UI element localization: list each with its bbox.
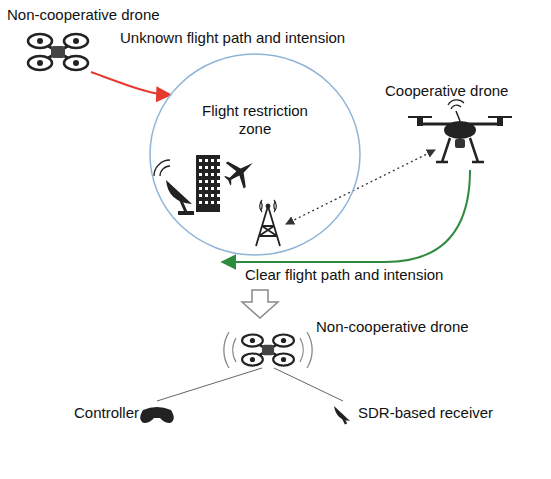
restriction-zone: Flight restriction zone [148, 52, 362, 257]
path-label: Clear flight path and intension [245, 266, 443, 284]
node-label: Flight restriction zone [198, 102, 312, 138]
transition-arrow [242, 290, 278, 318]
node-label: Cooperative drone [385, 82, 508, 100]
drone-icon [28, 34, 88, 70]
node-label: SDR-based receiver [358, 404, 493, 422]
receiver-icon [334, 406, 350, 424]
device-node: SDR-based receiver [332, 404, 495, 426]
building-icon [196, 155, 220, 212]
satellite-dish-icon [154, 160, 194, 215]
cooperative-drone-icon [408, 100, 512, 162]
zone-outline [148, 52, 362, 257]
drone-node: Non-cooperative drone [232, 318, 471, 380]
device-node: Controller [72, 404, 179, 426]
node-label: Non-cooperative drone [7, 6, 160, 24]
airplane-icon [218, 150, 261, 193]
drone-icon [242, 334, 294, 365]
zone-ellipse [150, 54, 360, 255]
flight-path-line [222, 170, 470, 262]
signal-line [274, 368, 343, 401]
node-label: Non-cooperative drone [316, 318, 469, 336]
drone-node: Cooperative drone [383, 82, 510, 166]
signal-line [157, 368, 262, 401]
signal-waves [224, 332, 312, 368]
node-label: Controller [74, 404, 139, 422]
tower-icon [256, 200, 280, 246]
edge-label: Unknown flight path and intension [120, 29, 345, 47]
controller-icon [140, 407, 174, 423]
flight-path-arrow [91, 72, 171, 95]
